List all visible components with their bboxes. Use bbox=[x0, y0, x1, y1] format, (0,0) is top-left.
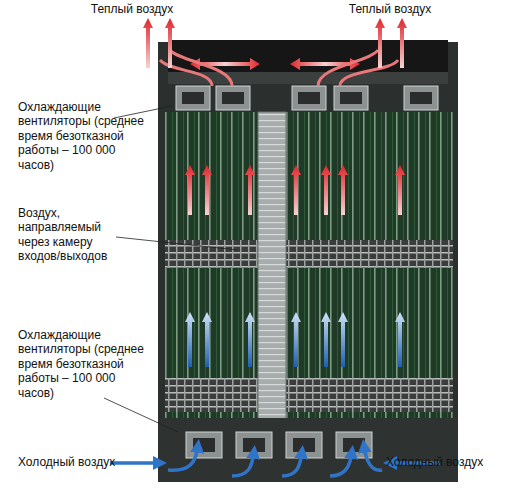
fan-callout: Охлаждающие вентиляторы (среднее время б… bbox=[18, 100, 146, 172]
warm-air-label: Теплый воздух bbox=[82, 2, 182, 16]
fan-callout: Охлаждающие вентиляторы (среднее время б… bbox=[18, 328, 146, 400]
cold-air-label: Холодный воздух bbox=[386, 455, 508, 469]
cold-air-label: Холодный воздух bbox=[18, 455, 128, 469]
warm-air-label: Теплый воздух bbox=[340, 2, 440, 16]
airflow-callout: Воздух, направляемый через камеру входов… bbox=[18, 206, 126, 264]
